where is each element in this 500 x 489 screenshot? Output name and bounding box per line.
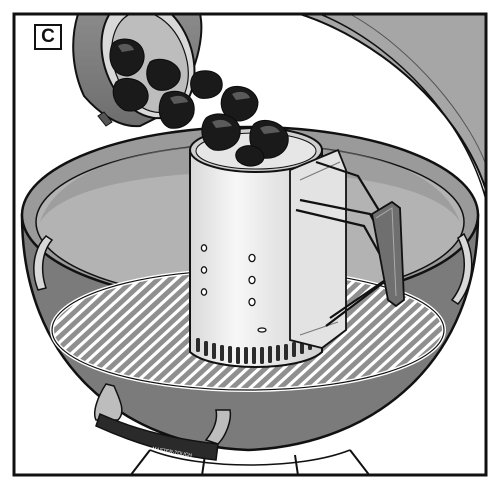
grate-bar bbox=[0, 270, 6, 390]
grate-bar bbox=[354, 270, 444, 390]
front-handle: Weber MASTER-TOUCH bbox=[94, 383, 232, 461]
grate-bar bbox=[52, 270, 140, 390]
figure-frame bbox=[12, 12, 488, 477]
grate-bar bbox=[342, 270, 444, 390]
charcoal-briquette-icon bbox=[109, 38, 289, 167]
handle-logo-text: Weber bbox=[104, 434, 122, 444]
chimney-bottom-slots bbox=[196, 337, 312, 364]
step-label: C bbox=[34, 24, 62, 50]
grill-lid bbox=[299, 14, 486, 201]
chimney-vent-holes bbox=[200, 244, 267, 333]
grate-bar bbox=[52, 270, 152, 390]
grate-handles bbox=[33, 232, 473, 306]
